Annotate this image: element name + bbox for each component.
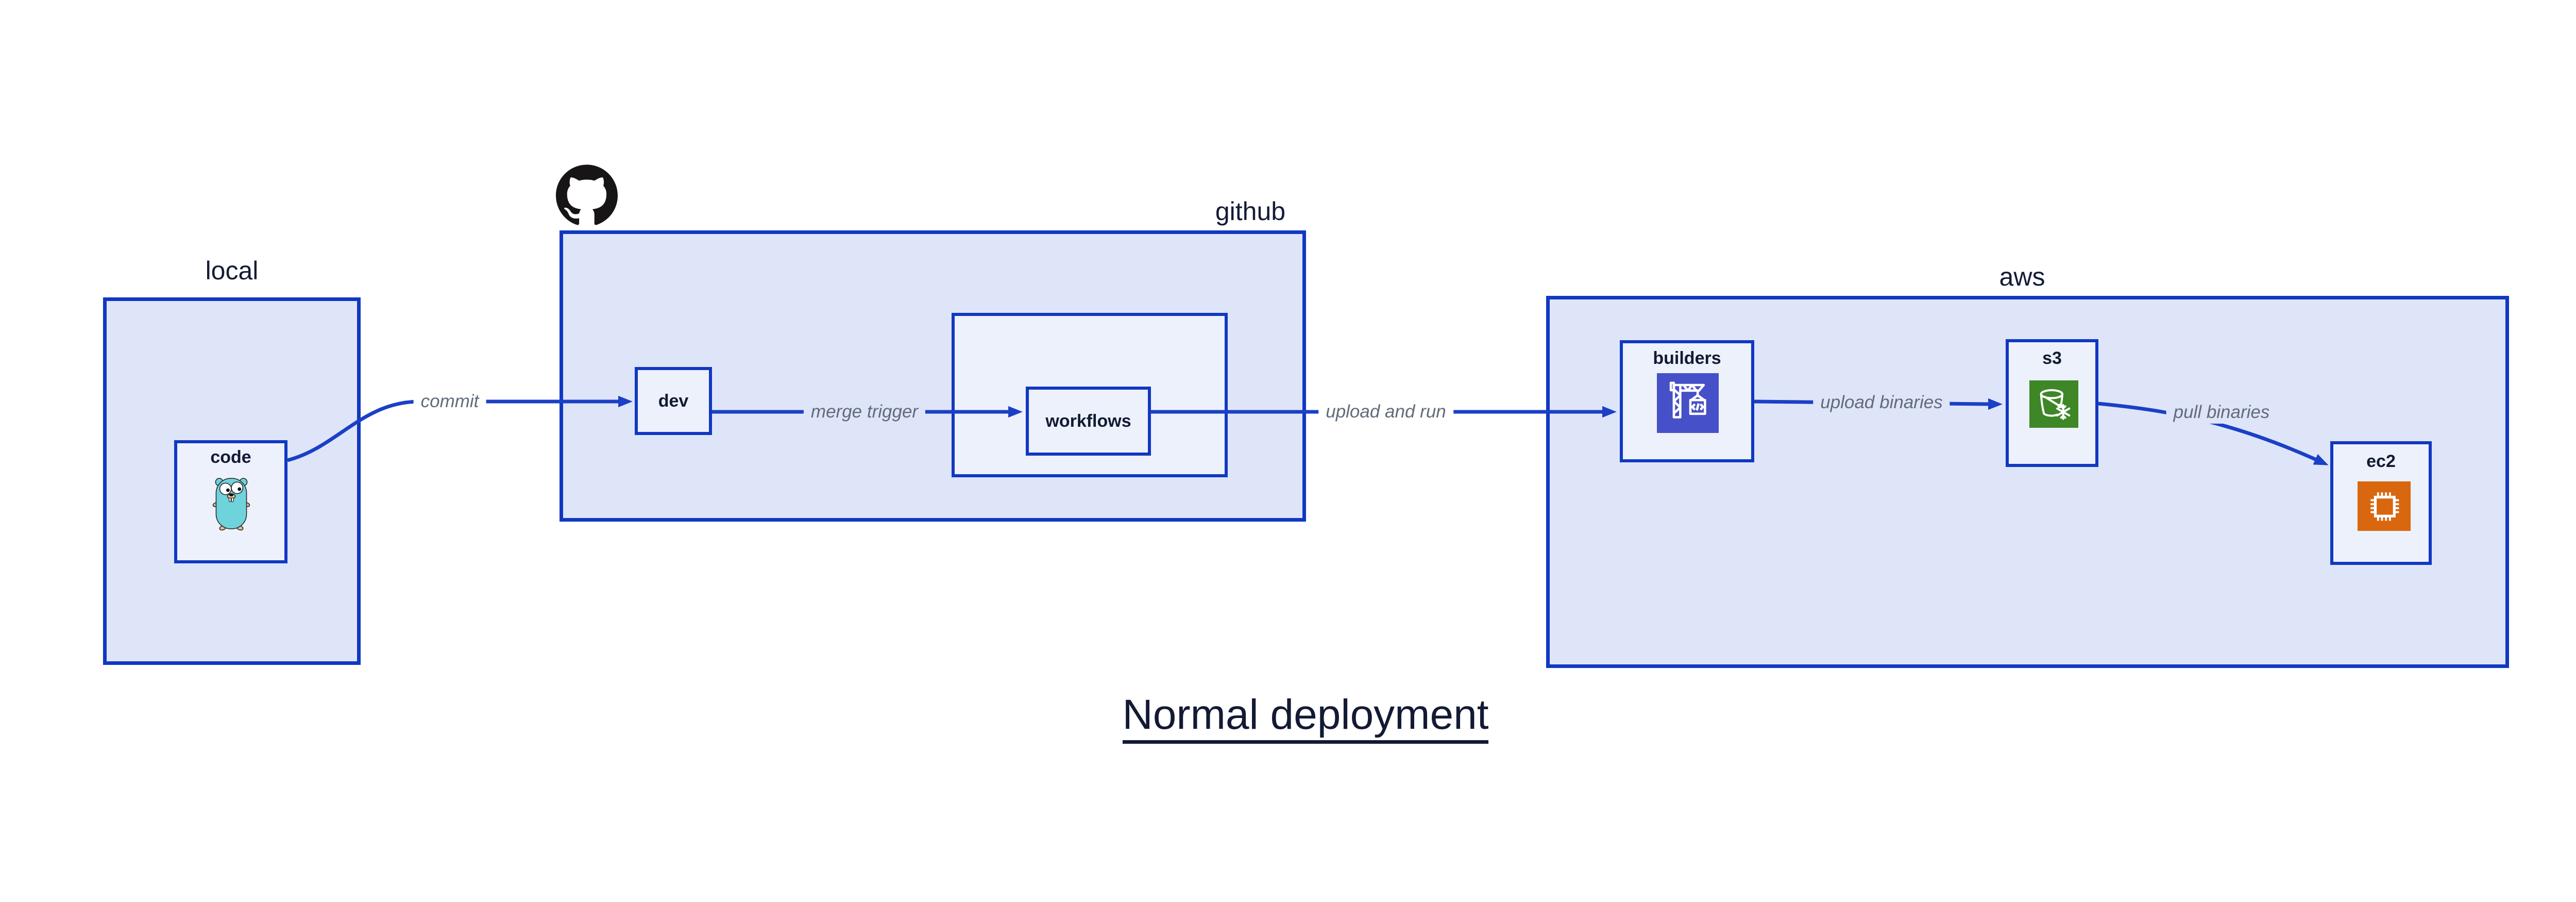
dev-branch-label: dev <box>658 391 689 411</box>
builders-node-label: builders <box>1653 348 1721 368</box>
codebuild-crane-icon <box>1657 373 1719 433</box>
cpu-chip-icon <box>2358 481 2411 531</box>
workflows-node-box: workflows <box>1026 387 1151 456</box>
builders-node-box: builders <box>1620 340 1754 462</box>
local-group-label: local <box>205 256 259 285</box>
ec2-node-label: ec2 <box>2366 452 2396 471</box>
s3-bucket-snowflake-icon <box>2029 380 2078 428</box>
ec2-node-box: ec2 <box>2330 441 2432 565</box>
s3-node-box: s3 <box>2006 339 2098 467</box>
diagram-title: Normal deployment <box>1115 691 1496 744</box>
diagram-title-text: Normal deployment <box>1122 691 1489 744</box>
edge-label-upload-and-run: upload and run <box>1318 400 1453 424</box>
go-gopher-icon <box>211 475 251 531</box>
edge-label-merge-trigger: merge trigger <box>803 400 926 424</box>
edge-label-upload-binaries: upload binaries <box>1813 391 1950 414</box>
code-node-label: code <box>210 447 251 467</box>
dev-branch-box: dev <box>635 367 712 435</box>
github-group-label: github <box>1215 197 1286 226</box>
aws-group-label: aws <box>1999 262 2045 291</box>
edge-label-commit: commit <box>413 390 486 413</box>
code-node-box: code <box>174 440 287 563</box>
s3-node-label: s3 <box>2042 348 2062 368</box>
edge-label-pull-binaries: pull binaries <box>2166 400 2277 424</box>
workflows-node-label: workflows <box>1045 411 1131 431</box>
github-logo-icon <box>555 164 618 226</box>
